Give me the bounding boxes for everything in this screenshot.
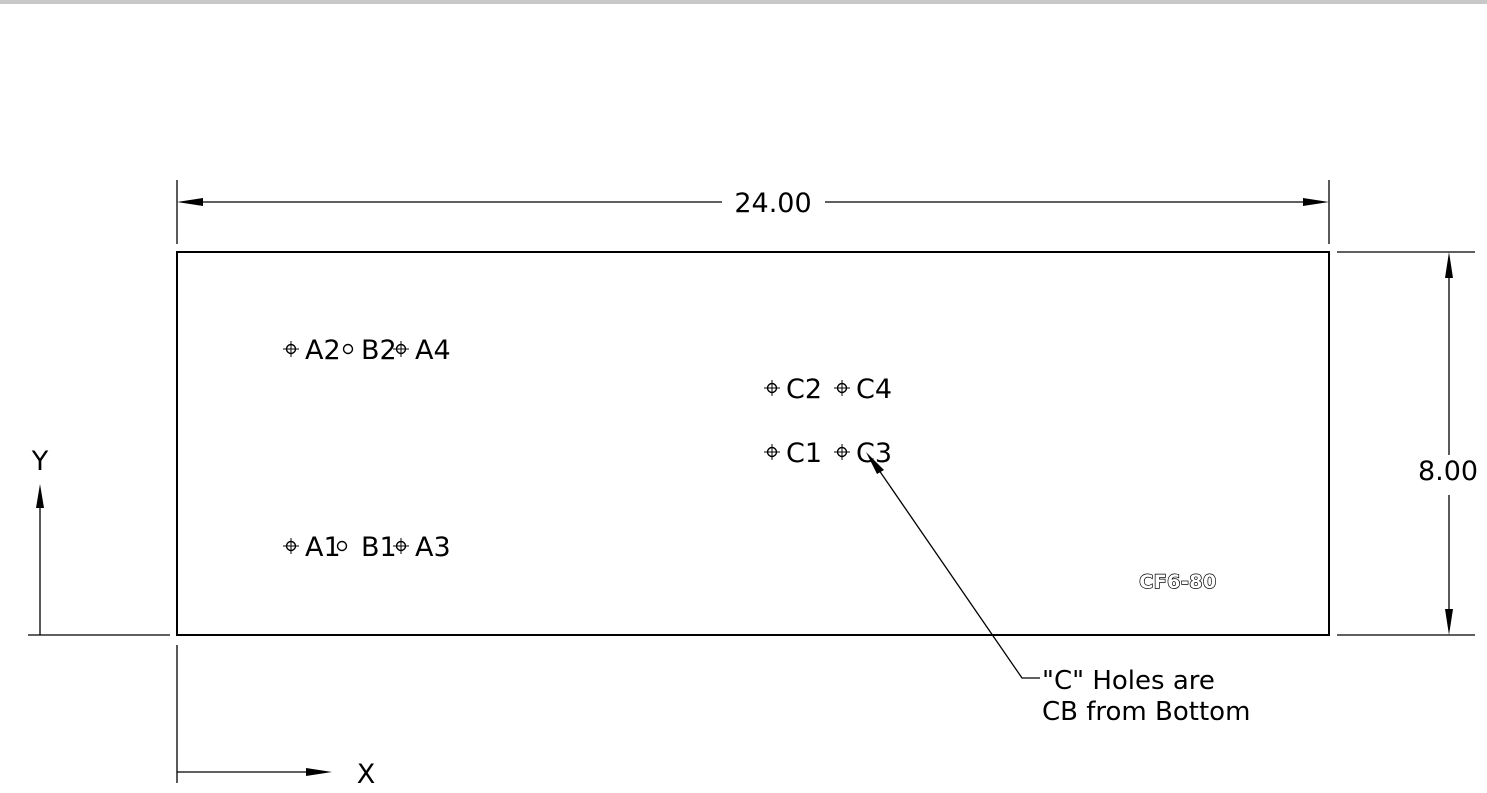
- top-border: [0, 0, 1487, 4]
- x-axis-label: X: [357, 759, 376, 790]
- hole-label-a3: A3: [415, 532, 451, 563]
- height-dimension: 8.00: [1337, 251, 1478, 636]
- y-axis-arrow: [36, 484, 44, 508]
- leader-arrow: [866, 452, 884, 474]
- note-line-1: "C" Holes are: [1042, 666, 1215, 696]
- hole-c3-icon: [833, 443, 851, 461]
- height-arrow-top: [1445, 252, 1453, 278]
- width-dimension-label: 24.00: [734, 188, 811, 219]
- hole-c2-icon: [763, 379, 781, 397]
- height-dimension-label: 8.00: [1418, 456, 1478, 487]
- axis-indicator: Y X: [28, 446, 375, 790]
- hole-group-bottom-left: A1 B1 A3: [282, 532, 451, 563]
- part-outline: [176, 251, 1330, 636]
- note-line-2: CB from Bottom: [1042, 697, 1250, 727]
- hole-label-b2: B2: [361, 335, 397, 366]
- hole-a1-icon: [282, 537, 300, 555]
- height-arrow-bottom: [1445, 609, 1453, 635]
- hole-label-a2: A2: [305, 335, 341, 366]
- hole-c4-icon: [833, 379, 851, 397]
- y-axis-label: Y: [31, 446, 49, 477]
- hole-c1-icon: [763, 443, 781, 461]
- hole-label-c1: C1: [786, 438, 822, 469]
- hole-label-c2: C2: [786, 374, 822, 405]
- hole-a2-icon: [282, 340, 300, 358]
- x-axis-arrow: [306, 768, 332, 776]
- width-arrow-right: [1303, 198, 1329, 206]
- leader-line: [871, 459, 1040, 679]
- width-dimension: 24.00: [176, 180, 1330, 244]
- hole-label-c4: C4: [856, 374, 892, 405]
- hole-label-a4: A4: [415, 335, 451, 366]
- hole-label-a1: A1: [305, 532, 341, 563]
- note-leader: "C" Holes are CB from Bottom: [866, 452, 1250, 727]
- hole-group-top-left: A2 B2 A4: [282, 335, 451, 366]
- hole-label-b1: B1: [361, 532, 397, 563]
- width-arrow-left: [177, 198, 203, 206]
- hole-group-c-upper: C2 C4: [763, 374, 892, 405]
- engraving-label: CF6-80: [1139, 571, 1216, 593]
- hole-b2-icon: [342, 343, 354, 355]
